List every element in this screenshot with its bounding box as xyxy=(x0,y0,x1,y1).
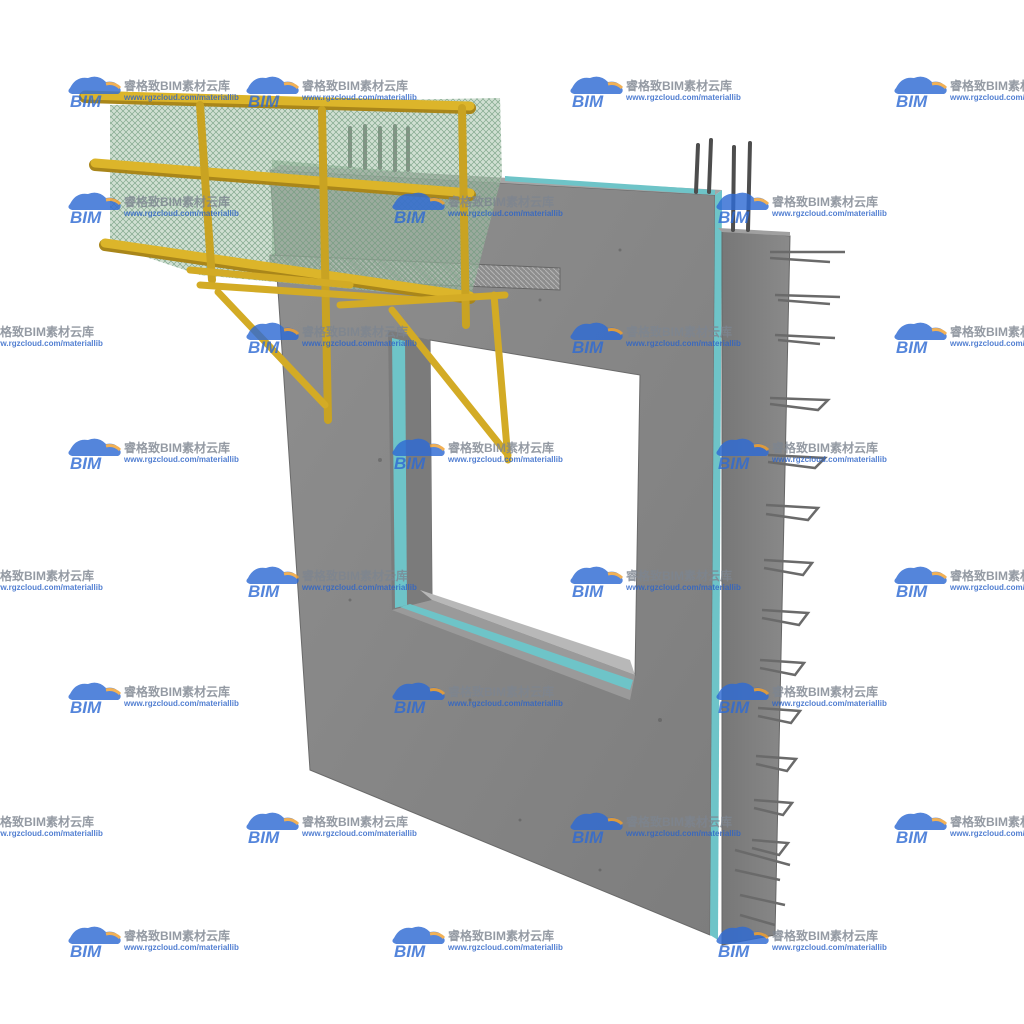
top-rebars xyxy=(694,138,752,232)
window-insulation-left xyxy=(392,338,407,608)
wall-side-face xyxy=(721,229,791,946)
guard-railing xyxy=(79,90,512,464)
insulation-layer-edge xyxy=(710,190,722,940)
concrete-texture xyxy=(348,248,662,872)
insulation-top xyxy=(505,176,715,195)
window-insulation-bottom xyxy=(400,604,633,690)
side-rebar-loops xyxy=(734,250,845,927)
